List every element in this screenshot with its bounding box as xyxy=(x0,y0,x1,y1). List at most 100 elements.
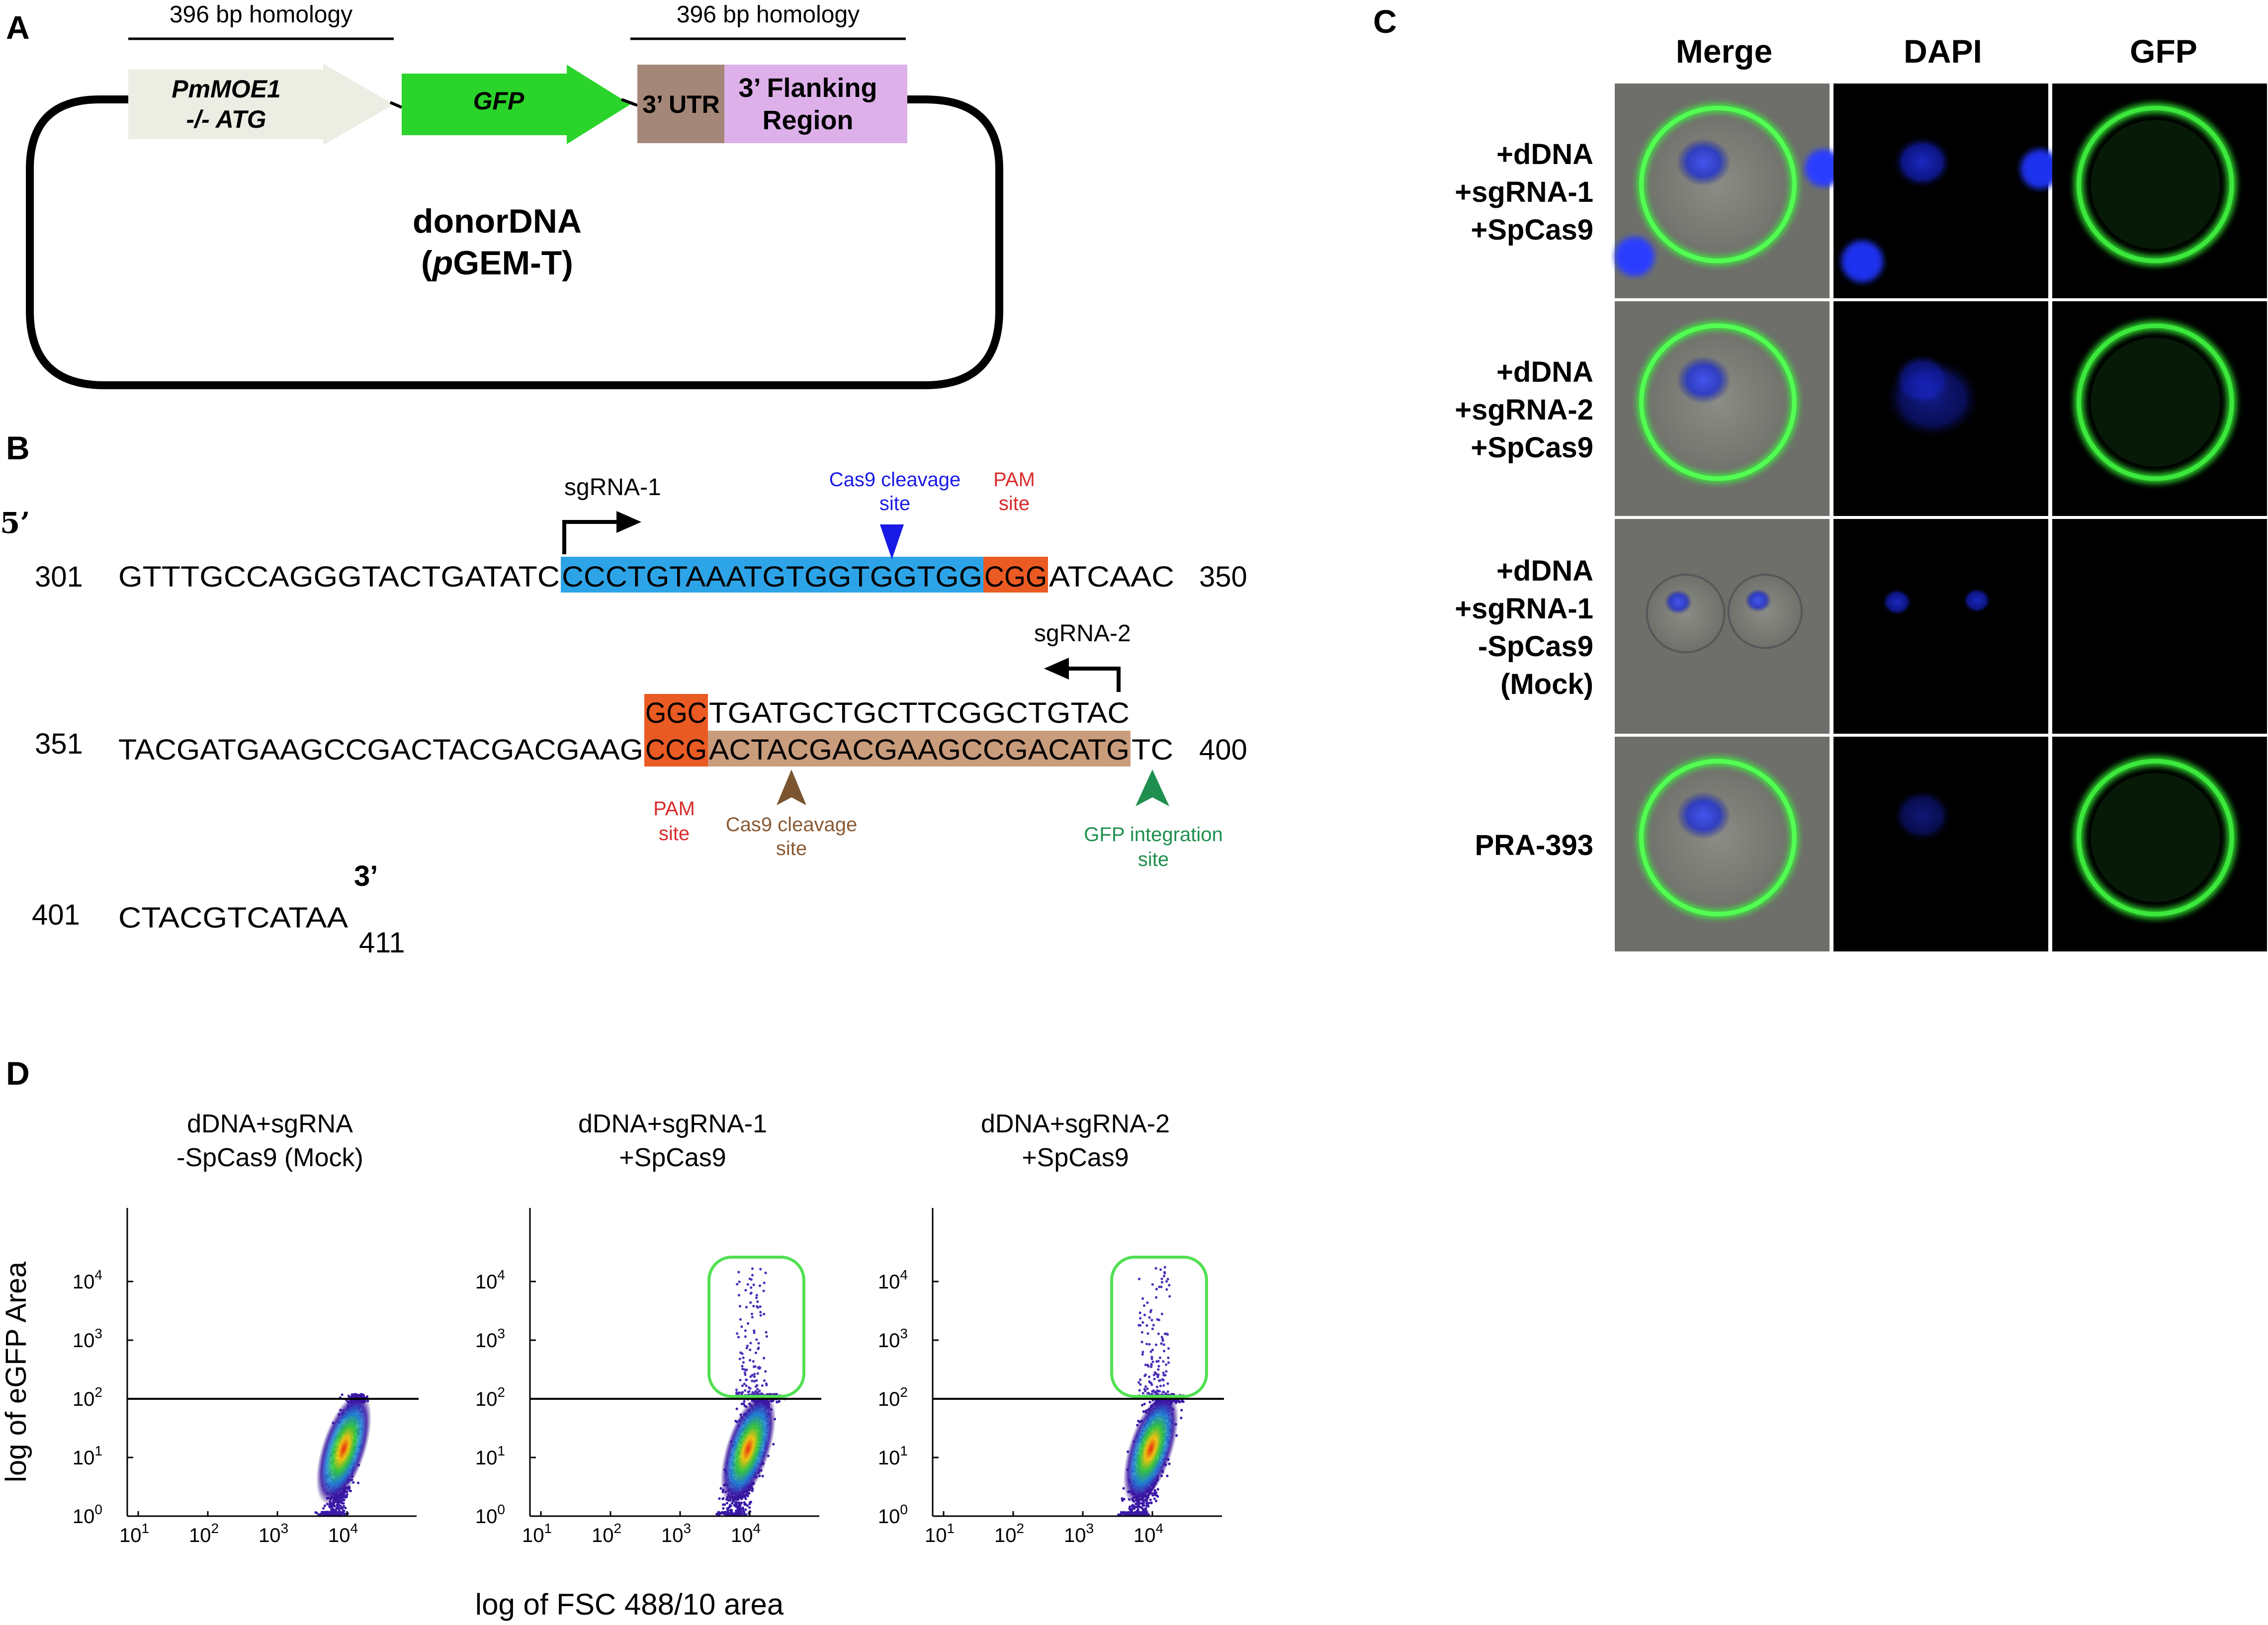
scatter-point xyxy=(1144,1364,1147,1367)
scatter-point xyxy=(1138,1389,1141,1392)
scatter-point xyxy=(1145,1343,1148,1346)
row-label-line: +dDNA xyxy=(1496,138,1593,171)
scatter-point xyxy=(346,1493,349,1496)
scatter-point xyxy=(764,1272,767,1275)
row-label-line: +dDNA xyxy=(1496,356,1593,388)
scatter-point xyxy=(740,1391,743,1394)
scatter-point xyxy=(751,1392,754,1395)
scatter-point xyxy=(750,1291,753,1294)
line1-post: ATCAAC xyxy=(1049,561,1174,593)
gfp-image-row-1 xyxy=(2052,84,2267,298)
scatter-point xyxy=(1165,1288,1168,1291)
scatter-point xyxy=(749,1375,752,1378)
scatter-point xyxy=(342,1505,346,1508)
scatter-point xyxy=(746,1322,750,1325)
scatter-point xyxy=(340,1513,343,1516)
x-tick-label: 104 xyxy=(1134,1521,1163,1546)
scatter-point xyxy=(1141,1297,1144,1300)
scatter-point xyxy=(1141,1351,1144,1354)
scatter-point xyxy=(1148,1380,1151,1383)
scatter-point xyxy=(338,1511,341,1514)
dapi-image-row-1 xyxy=(1833,84,2060,298)
pam2-bottom-box xyxy=(644,731,708,767)
scatter-point xyxy=(1137,1512,1140,1515)
scatter-point xyxy=(759,1392,762,1395)
line1-target: CCCTGTAAATGTGGTGGTGG xyxy=(562,561,982,593)
sequence-line-1: 301 GTTTGCCAGGGTACTGATATC CCCTGTAAATGTGG… xyxy=(35,557,1247,593)
scatter-point xyxy=(1117,1513,1120,1516)
panel-label-c: C xyxy=(1373,3,1397,40)
scatter-point xyxy=(1162,1343,1165,1346)
scatter-point xyxy=(749,1348,752,1351)
x-tick-label: 101 xyxy=(119,1521,149,1546)
scatter-point xyxy=(1150,1319,1153,1322)
three-prime-label: 3’ xyxy=(354,860,378,892)
scatter-point xyxy=(1162,1384,1165,1387)
scatter-point xyxy=(1139,1378,1142,1381)
scatter-point xyxy=(347,1394,350,1397)
scatter-point xyxy=(743,1382,746,1385)
scatter-point xyxy=(1150,1366,1153,1368)
scatter-points xyxy=(314,1392,372,1517)
density-core xyxy=(316,1392,372,1505)
sgrna1-arrow: sgRNA-1 xyxy=(562,474,661,554)
gfp-arrow: GFP xyxy=(402,65,630,144)
scatter-point xyxy=(734,1513,737,1516)
scatter-point xyxy=(1144,1507,1147,1510)
x-tick-label: 104 xyxy=(328,1521,358,1546)
scatter-point xyxy=(1155,1372,1158,1375)
scatter-point xyxy=(1168,1295,1171,1298)
row-label-line: +SpCas9 xyxy=(1471,431,1593,464)
scatter-point xyxy=(1156,1494,1159,1497)
scatter-point xyxy=(737,1393,740,1396)
flow-plot-1: dDNA+sgRNA-SpCas9 (Mock)1001011021031041… xyxy=(73,1110,419,1546)
density-core xyxy=(1123,1392,1179,1505)
scatter-point xyxy=(756,1388,759,1391)
scatter-point xyxy=(1151,1348,1154,1352)
line3-end: 411 xyxy=(359,927,405,959)
scatter-point xyxy=(341,1499,344,1502)
scatter-point xyxy=(1182,1400,1185,1403)
scatter-point xyxy=(1143,1313,1146,1316)
line2-pre: TACGATGAAGCCGACTACGACGAAG xyxy=(118,734,643,766)
scatter-point xyxy=(1125,1512,1129,1515)
scatter-point xyxy=(1160,1281,1164,1284)
scatter-point xyxy=(1151,1283,1154,1286)
scatter-point xyxy=(751,1267,754,1270)
line3-start: 401 xyxy=(32,899,80,931)
y-tick-label: 101 xyxy=(878,1443,908,1469)
y-axis-label: log of eGFP Area xyxy=(0,1261,32,1482)
pmmoe1-arrow: PmMOE1 -/- ATG xyxy=(128,64,394,145)
y-tick-label: 104 xyxy=(878,1267,908,1293)
gfp-gate xyxy=(707,1256,805,1398)
scatter-point xyxy=(753,1329,756,1332)
plasmid-rest: GEM-T) xyxy=(453,244,573,282)
scatter-point xyxy=(1166,1390,1169,1393)
scatter-point xyxy=(748,1359,752,1362)
scatter-point xyxy=(322,1513,325,1516)
row-label-line: PRA-393 xyxy=(1475,829,1593,861)
scatter-point xyxy=(1150,1501,1153,1504)
plot-title-line: -SpCas9 (Mock) xyxy=(176,1143,363,1172)
scatter-point xyxy=(756,1372,759,1375)
y-tick-label: 100 xyxy=(878,1502,908,1528)
y-tick-label: 100 xyxy=(475,1502,505,1528)
scatter-point xyxy=(759,1311,762,1314)
scatter-point xyxy=(333,1505,336,1508)
scatter-point xyxy=(1157,1368,1160,1371)
scatter-point xyxy=(740,1402,743,1405)
scatter-point xyxy=(741,1365,744,1368)
scatter-point xyxy=(1165,1370,1168,1373)
scatter-point xyxy=(744,1508,747,1511)
scatter-point xyxy=(727,1506,730,1509)
row-label-line: +sgRNA-2 xyxy=(1455,394,1593,426)
dapi-image-row-3 xyxy=(1833,519,2048,734)
pam-label-2: PAM site xyxy=(653,798,695,845)
homology-right-label: 396 bp homology xyxy=(677,1,860,28)
junction-1 xyxy=(389,101,403,109)
y-tick-label: 102 xyxy=(73,1384,102,1410)
scatter-point xyxy=(1145,1513,1148,1516)
utr-box xyxy=(637,65,724,143)
scatter-point xyxy=(1129,1505,1132,1508)
